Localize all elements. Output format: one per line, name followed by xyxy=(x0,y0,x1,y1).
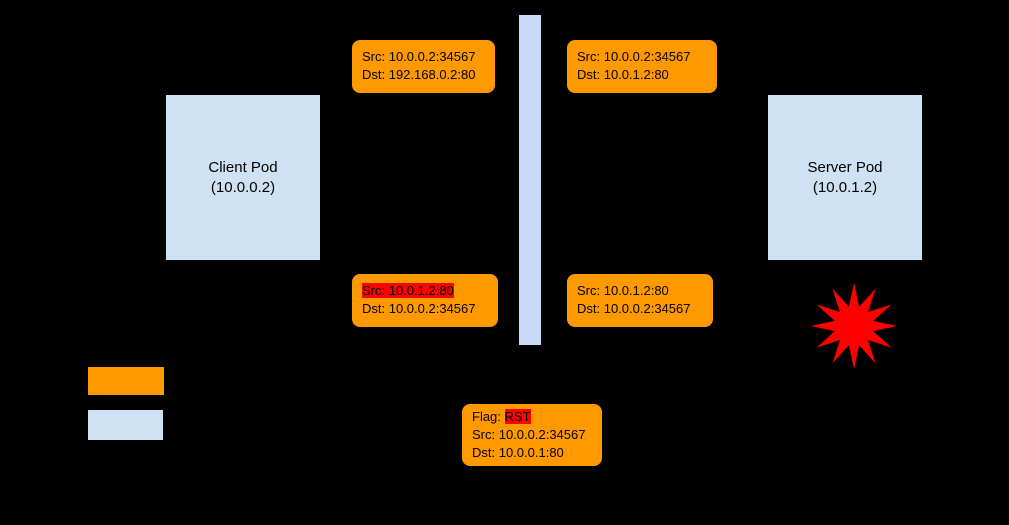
server-pod-ip: (10.0.1.2) xyxy=(812,178,878,196)
packet-dst-line: Dst: 10.0.1.2:80 xyxy=(577,67,669,82)
highlighted-src-text: Src: 10.0.1.2:80 xyxy=(362,283,454,298)
client-pod-ip: (10.0.0.2) xyxy=(210,178,276,196)
packet-src-line: Src: 10.0.0.2:34567 xyxy=(577,49,691,64)
explosion-burst-icon xyxy=(810,282,898,370)
legend-pod-swatch xyxy=(88,410,163,440)
flag-label: Flag: xyxy=(472,409,505,424)
packet-flag-line: Flag: RST xyxy=(472,408,592,426)
packet-src-line: Src: 10.0.0.2:34567 xyxy=(472,427,586,442)
server-pod-box: Server Pod (10.0.1.2) xyxy=(768,95,922,260)
highlighted-rst-text: RST xyxy=(504,409,531,424)
packet-request-after-nat: Src: 10.0.0.2:34567 Dst: 10.0.1.2:80 xyxy=(567,40,717,93)
client-pod-box: Client Pod (10.0.0.2) xyxy=(166,95,320,260)
packet-src-line: Src: 10.0.1.2:80 xyxy=(577,283,669,298)
packet-reply-unreversed: Src: 10.0.1.2:80 Dst: 10.0.0.2:34567 xyxy=(352,274,498,327)
legend-packet-swatch xyxy=(88,367,164,395)
packet-dst-line: Dst: 10.0.0.2:34567 xyxy=(577,301,691,316)
packet-rst: Flag: RST Src: 10.0.0.2:34567 Dst: 10.0.… xyxy=(462,404,602,466)
packet-dst-line: Dst: 192.168.0.2:80 xyxy=(362,67,476,82)
packet-src-line: Src: 10.0.0.2:34567 xyxy=(362,49,476,64)
packet-src-line: Src: 10.0.1.2:80 xyxy=(362,282,488,300)
node-boundary-bar xyxy=(519,15,541,345)
server-pod-name: Server Pod xyxy=(807,159,883,176)
packet-dst-line: Dst: 10.0.0.2:34567 xyxy=(362,301,476,316)
packet-dst-line: Dst: 10.0.0.1:80 xyxy=(472,445,564,460)
client-pod-name: Client Pod xyxy=(208,159,278,176)
packet-request-before-nat: Src: 10.0.0.2:34567 Dst: 192.168.0.2:80 xyxy=(352,40,495,93)
packet-reply-from-server: Src: 10.0.1.2:80 Dst: 10.0.0.2:34567 xyxy=(567,274,713,327)
